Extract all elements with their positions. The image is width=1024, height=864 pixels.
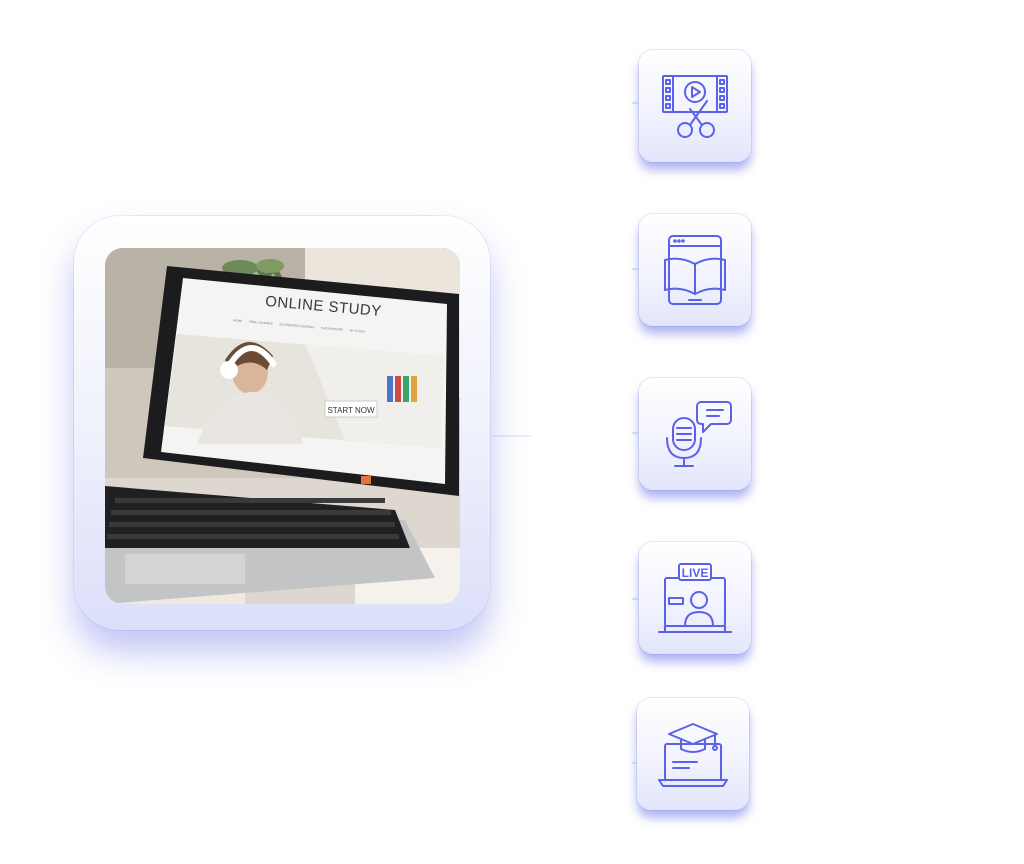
tile-tick: [632, 268, 640, 270]
online-graduation-tile: [637, 698, 749, 810]
live-stream-icon: LIVE: [658, 563, 732, 633]
tile-tick: [632, 102, 640, 104]
tile-tick: [632, 432, 640, 434]
live-stream-tile: LIVE: [639, 542, 751, 654]
connector-line: [492, 435, 532, 437]
start-now-button: START NOW: [327, 406, 375, 415]
video-editing-icon: [662, 75, 728, 138]
tile-tick: [632, 762, 640, 764]
laptop-photo: START NOW ONLINE STUDY HOME FREE COURSES…: [105, 248, 460, 604]
laptop-illustration: START NOW: [105, 248, 460, 604]
live-label: LIVE: [682, 566, 709, 580]
online-graduation-icon: [658, 723, 728, 787]
podcast-tile: [639, 378, 751, 490]
ebook-icon: [664, 235, 726, 305]
video-editing-tile: [639, 50, 751, 162]
course-photo-card: START NOW ONLINE STUDY HOME FREE COURSES…: [74, 216, 490, 630]
ebook-tile: [639, 214, 751, 326]
podcast-icon: [666, 401, 732, 467]
nav-item: HOME: [233, 318, 243, 324]
tile-tick: [632, 598, 640, 600]
